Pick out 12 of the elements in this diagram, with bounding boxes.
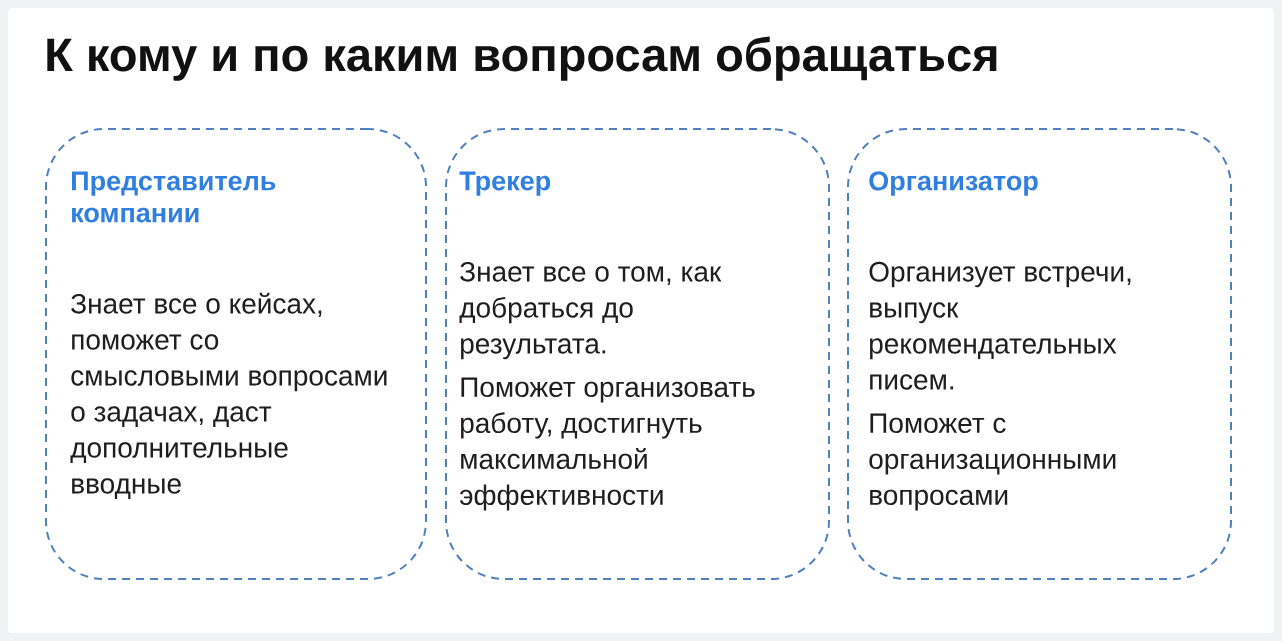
card-text: Поможет с организационными вопросами [869,413,1116,511]
card-text: Знает все о кейсах, поможет со смысловыми вопросами о задачах, даст дополнительные вводные [70,292,387,499]
card-text: Поможет организовать работу, достигнуть максимальной эффективности [459,377,755,511]
role-card [847,128,1232,580]
role-card [45,128,427,580]
card-text: Знает все о том, как добраться до результата. [459,261,722,360]
card-heading: Трекер [459,171,551,196]
title: К кому и по каким вопросам обращаться [47,36,997,81]
role-card [445,128,830,580]
card-heading: Представитель компании [72,171,276,223]
card-text: Организует встречи, выпуск рекомендательных писем. [869,261,1131,390]
card-heading: Организатор [869,171,1038,196]
